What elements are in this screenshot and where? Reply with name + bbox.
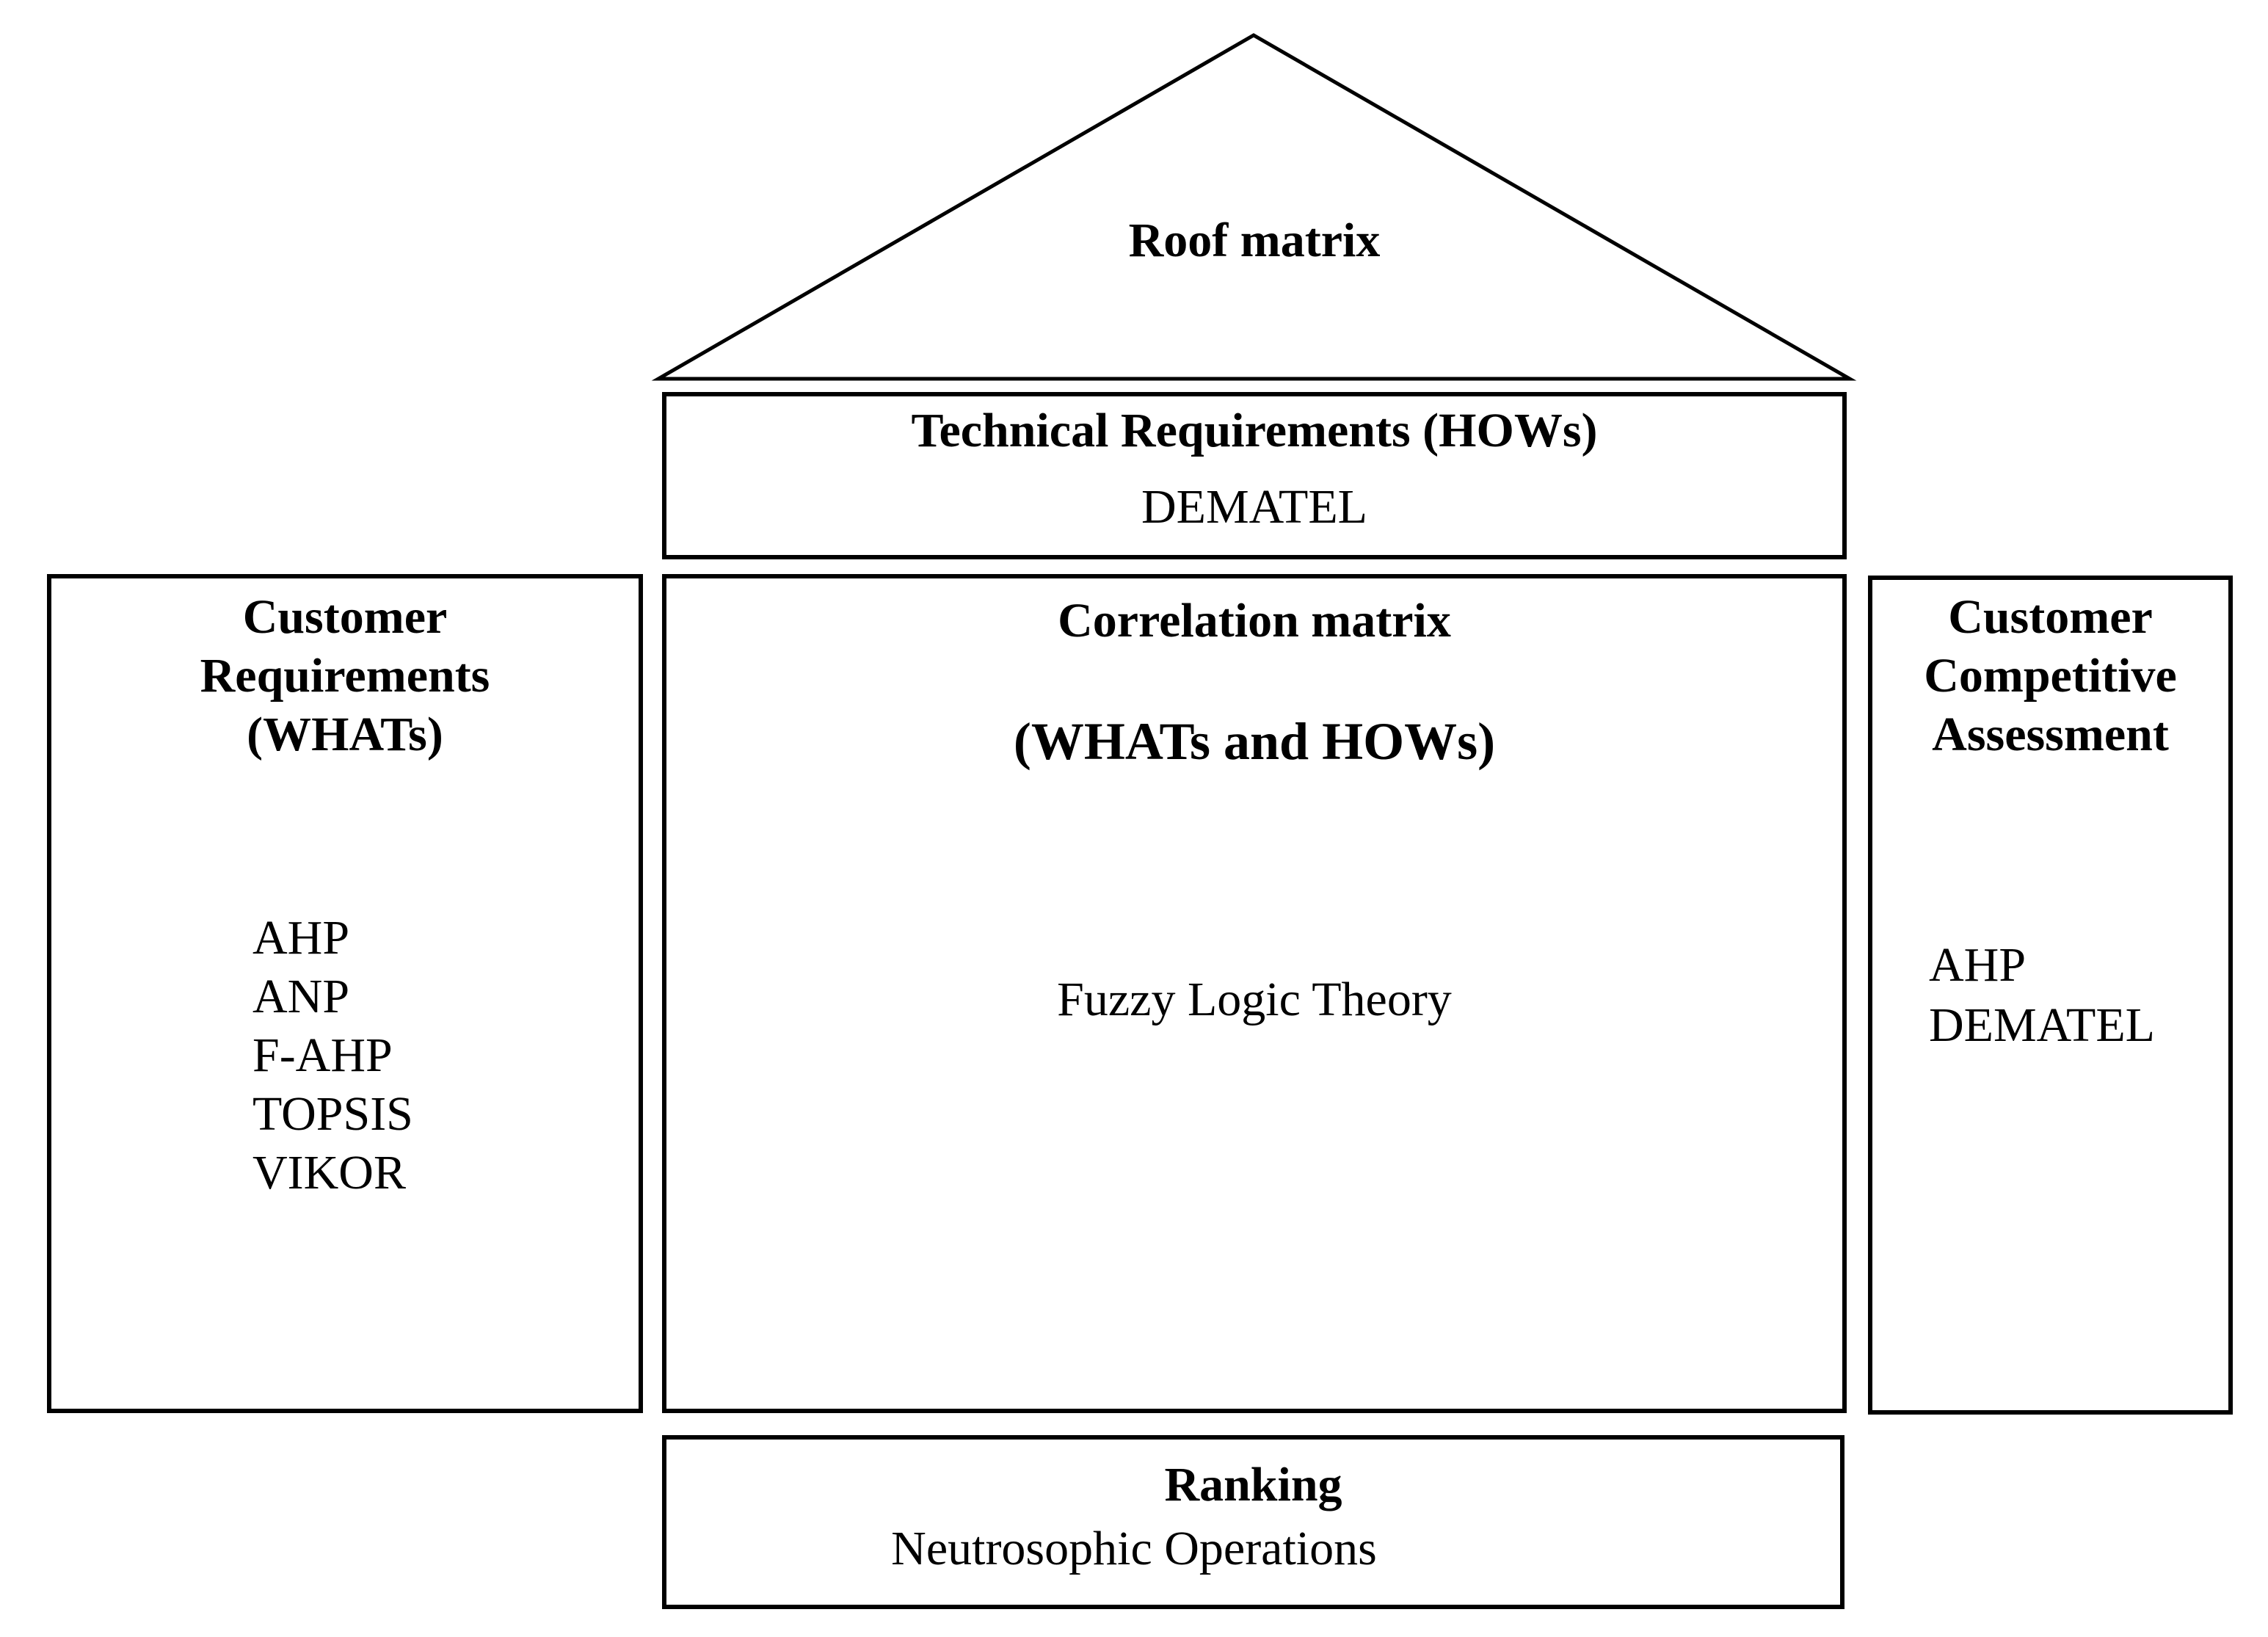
- customer-requirements-title: Customer Requirements (WHATs): [47, 588, 643, 764]
- list-item: DEMATEL: [1929, 998, 2155, 1052]
- ranking-title: Ranking: [1164, 1458, 1342, 1511]
- customer-requirements-title-line: (WHATs): [247, 708, 443, 761]
- correlation-matrix-subtitle: (WHATs and HOWs): [1013, 712, 1496, 771]
- correlation-matrix-box: [662, 574, 1847, 1413]
- ranking-box: [662, 1435, 1844, 1609]
- list-item: AHP: [252, 911, 350, 965]
- competitive-title-line: Customer: [1948, 590, 2153, 644]
- technical-requirements-title: Technical Requirements (HOWs): [911, 404, 1598, 457]
- technical-requirements-method-label: DEMATEL: [1141, 480, 1367, 534]
- whats-methods-list: AHP ANP F-AHP TOPSIS VIKOR: [252, 909, 413, 1202]
- neutrosophic-operations-label: Neutrosophic Operations: [891, 1522, 1377, 1575]
- list-item: AHP: [1929, 938, 2027, 992]
- technical-requirements-box: [662, 392, 1847, 559]
- competitive-title-line: Assessment: [1932, 708, 2169, 761]
- list-item: ANP: [252, 970, 350, 1023]
- correlation-matrix-title: Correlation matrix: [1058, 594, 1451, 647]
- list-item: VIKOR: [252, 1146, 406, 1199]
- list-item: F-AHP: [252, 1028, 393, 1082]
- roof-matrix-label: Roof matrix: [1128, 214, 1381, 267]
- fuzzy-logic-theory-label: Fuzzy Logic Theory: [1057, 973, 1452, 1026]
- list-item: TOPSIS: [252, 1087, 413, 1141]
- customer-competitive-assessment-box: [1868, 576, 2233, 1415]
- customer-requirements-box: [47, 574, 643, 1413]
- competitive-title-line: Competitive: [1924, 649, 2177, 703]
- customer-requirements-title-line: Requirements: [200, 649, 490, 703]
- customer-requirements-title-line: Customer: [242, 590, 448, 644]
- competitive-methods-list: AHP DEMATEL: [1929, 935, 2155, 1056]
- customer-competitive-assessment-title: Customer Competitive Assessment: [1868, 588, 2233, 764]
